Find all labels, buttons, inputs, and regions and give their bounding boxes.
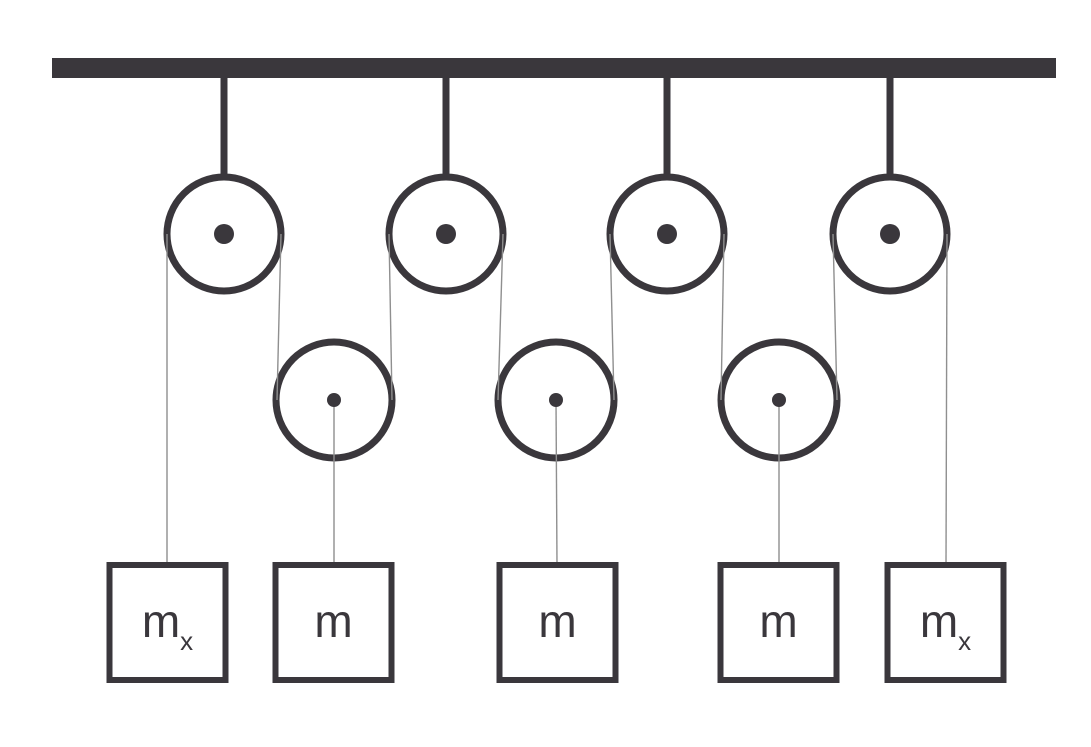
ceiling-bar: [52, 58, 1056, 78]
mass-label-1-sub: x: [180, 626, 193, 656]
axle-dot-upper-4: [880, 224, 900, 244]
mass-label-5-sub: x: [958, 626, 971, 656]
mass-label-3: m: [538, 595, 576, 647]
mass-label-1: mx: [142, 595, 193, 656]
mass-label-4: m: [759, 595, 797, 647]
axle-dot-upper-1: [214, 224, 234, 244]
string-lower1-to-upper2: [388, 233, 393, 401]
mass-label-5-base: m: [920, 595, 958, 647]
axle-dot-lower-3: [772, 393, 786, 407]
mass-block-2: [272, 562, 395, 683]
string-upper1-to-lower1: [276, 233, 282, 401]
string-lower2-to-mass3: [555, 399, 558, 566]
axle-dot-upper-3: [657, 224, 677, 244]
axle-dot-lower-1: [327, 393, 341, 407]
mass-label-2: m: [314, 595, 352, 647]
string-upper4-to-mass5: [945, 233, 948, 566]
string-lower2-to-upper3: [609, 233, 615, 401]
axle-dot-lower-2: [549, 393, 563, 407]
mass-block-1: [106, 562, 229, 683]
mass-label-2-base: m: [314, 595, 352, 647]
mass-label-5: mx: [920, 595, 971, 656]
string-lower3-to-upper4: [832, 233, 838, 401]
mass-block-3: [496, 562, 619, 683]
mass-block-4: [717, 562, 840, 683]
mass-block-5: [884, 562, 1007, 683]
string-upper2-to-lower2: [497, 233, 504, 401]
string-upper3-to-lower3: [720, 233, 725, 401]
mass-label-4-base: m: [759, 595, 797, 647]
mass-label-1-base: m: [142, 595, 180, 647]
axle-dot-upper-2: [436, 224, 456, 244]
mass-label-3-base: m: [538, 595, 576, 647]
